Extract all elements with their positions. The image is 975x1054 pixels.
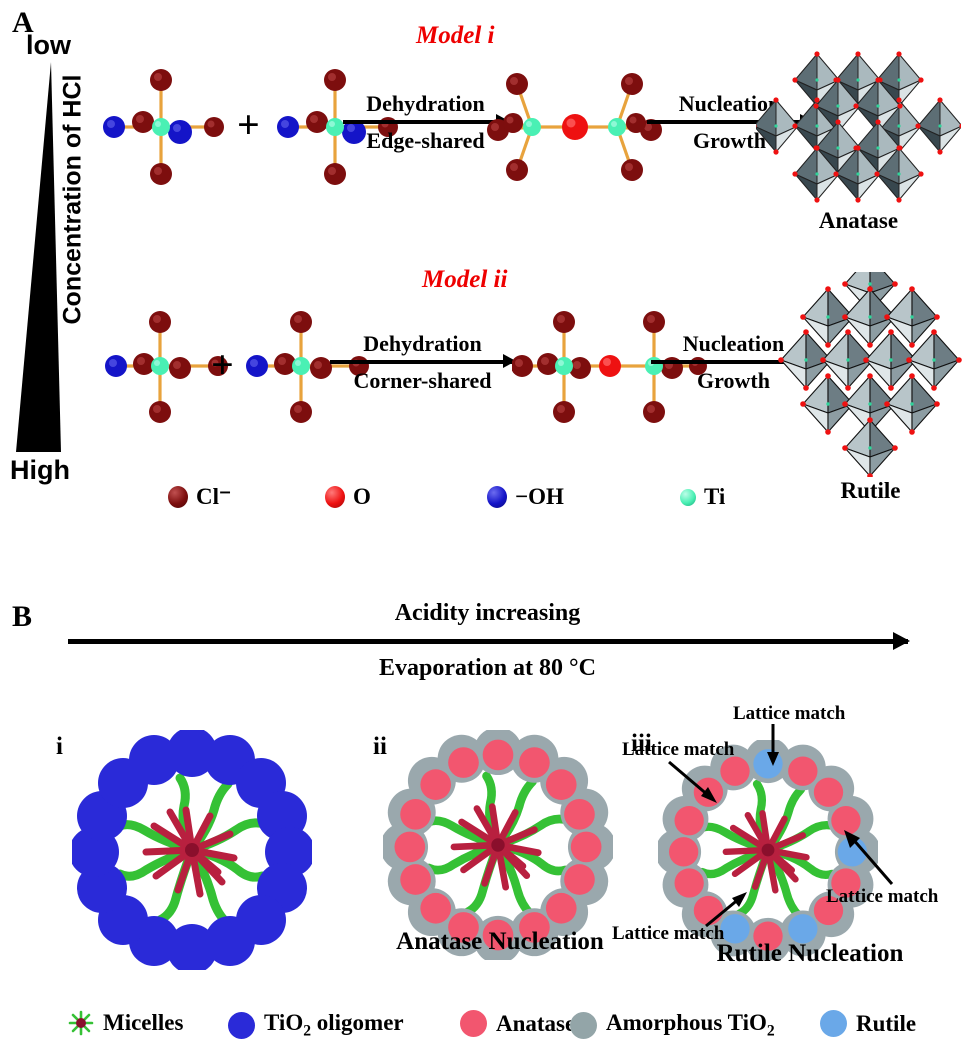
legend-label: TiO2 oligomer [264,1010,404,1040]
lattice-match-label-bottom-left: Lattice match [612,923,725,944]
blue-circle-icon [228,1011,255,1039]
lattice-match-label-bottom-right: Lattice match [826,886,939,907]
light-blue-circle-icon [820,1010,847,1037]
arrow-line [330,354,516,369]
evaporation-label: Evaporation at 80 °C [379,655,596,681]
blue-sphere-icon [487,486,507,508]
rutile-caption: Rutile [840,478,901,503]
micelle-i-label: i [56,733,63,760]
legend-item-tio2-oligomer: TiO2 oligomer [228,1010,404,1041]
legend-item-amorphous-tio2: Amorphous TiO2 [570,1010,775,1041]
anatase-nucleation-caption: Anatase Nucleation [396,928,604,955]
cyan-sphere-icon [680,488,696,506]
arrow-bottom-label: Growth [693,128,766,154]
red-sphere-icon [325,486,345,508]
legend-label: Ti [704,484,726,509]
legend-label: −OH [515,484,564,509]
panel-b-legend: Micelles TiO2 oligomer Anatase Amorphous… [0,1004,975,1052]
anatase-nodes [394,739,602,951]
dark-red-sphere-icon [168,486,188,508]
micelle-i [72,730,312,970]
octahedral-monomer [102,302,232,435]
legend-label: Rutile [856,1010,917,1036]
legend-label: Cl⁻ [196,484,232,509]
plus-sign-row1: + [237,102,260,147]
panel-a-legend: Cl⁻ O −OH Ti [0,478,975,522]
edge-shared-dimer [482,62,667,197]
arrow-top-label: Nucleation [682,331,785,356]
acidity-arrow [68,632,910,650]
model-i-title: Model i [416,22,495,49]
octahedral-monomer [243,302,373,435]
panel-a-letter: A [12,6,34,39]
anatase-caption: Anatase [818,208,899,233]
pink-circle-icon [460,1010,487,1037]
axis-label-high: High [10,455,70,485]
lattice-match-arrow-right [844,830,894,885]
rutile-crystal-structure [777,252,963,482]
octahedral-monomer [96,62,226,197]
lattice-match-arrow-top [767,724,779,766]
arrow-top-label: Dehydration [363,331,482,356]
legend-label: Anatase [496,1010,576,1036]
micelle-icon [68,1010,94,1036]
legend-item-micelles: Micelles [68,1010,183,1036]
concentration-wedge [8,60,78,460]
legend-item-anatase: Anatase [460,1010,575,1037]
arrow-bottom-label: Growth [697,368,770,394]
lattice-match-label-top: Lattice match [733,703,846,724]
legend-label: Amorphous TiO2 [606,1010,775,1040]
micelle-iii-label: iii [631,730,652,757]
micelle-ii [383,730,613,960]
lattice-match-label-left: Lattice match [622,739,735,760]
rutile-nucleation-caption: Rutile Nucleation [716,940,904,967]
panel-b-letter: B [12,600,33,633]
acidity-increasing-label: Acidity increasing [394,600,581,626]
arrow-bottom-label: Edge-shared [366,128,485,154]
legend-item-titanium: Ti [680,484,725,510]
arrow-top-label: Nucleation [678,91,781,116]
lattice-match-arrow-left [668,760,717,803]
axis-label-low: low [26,30,71,60]
model-ii-title: Model ii [422,266,508,293]
arrow-bottom-label: Corner-shared [353,368,492,394]
anatase-crystal-structure [750,48,966,223]
plus-sign-row2: + [211,342,234,387]
legend-label: O [353,484,371,509]
gray-circle-icon [570,1011,597,1039]
legend-item-rutile: Rutile [820,1010,916,1037]
axis-label-concentration: Concentration of HCl [58,74,87,325]
legend-item-hydroxyl: −OH [487,484,564,510]
lattice-match-arrow-bottom-left [705,892,747,928]
arrow-top-label: Dehydration [366,91,485,116]
legend-item-oxygen: O [325,484,371,510]
reaction-arrow-dehydration-corner: Dehydration Corner-shared [330,331,516,394]
legend-label: Micelles [103,1010,184,1035]
legend-item-chloride: Cl⁻ [168,484,231,510]
micelle-iii [658,740,878,960]
micelle-ii-label: ii [373,733,387,760]
